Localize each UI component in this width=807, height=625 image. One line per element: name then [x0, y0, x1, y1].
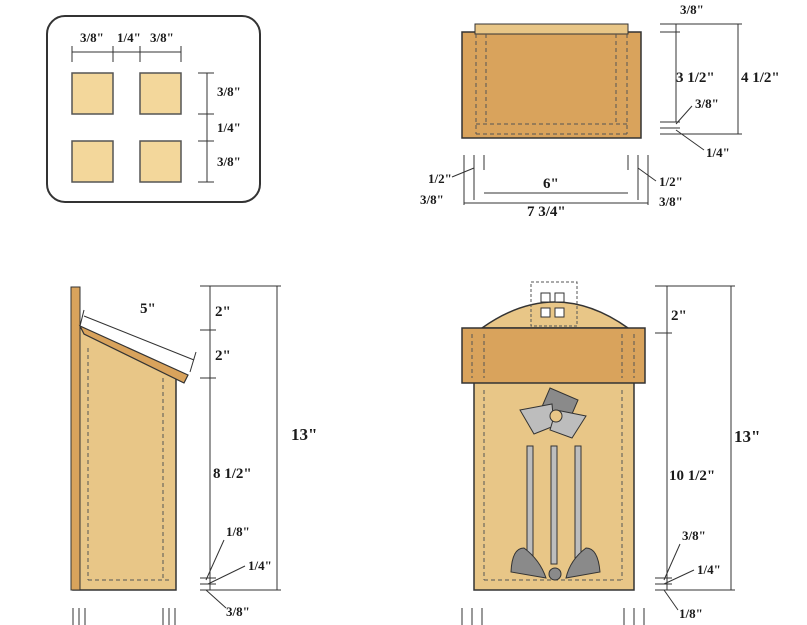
dim-label: 3/8" [695, 96, 719, 111]
ornament-bud [548, 567, 562, 581]
dim-label: 1/4" [697, 562, 721, 577]
roof-detail: 3/8" 3 1/2" 4 1/2" 3/8" 1/4" 1/2" 3/8" 6… [420, 2, 780, 220]
roof-rail [474, 23, 629, 35]
dim-label: 3/8" [680, 2, 704, 17]
window-pane [139, 140, 182, 183]
dim-label: 1/4" [217, 120, 241, 135]
window-detail: 3/8" 1/4" 3/8" 3/8" 1/4" 3/8" [46, 15, 261, 203]
ornament-leaf [510, 547, 547, 579]
roof-board [78, 324, 189, 384]
dim-label: 1/4" [248, 558, 272, 573]
gable-window-pane [554, 292, 565, 303]
dim-label: 3/8" [80, 30, 104, 45]
dim-label: 3/8" [420, 192, 444, 207]
leader-line [451, 167, 475, 178]
window-pane [71, 72, 114, 115]
dimension-tick [189, 351, 197, 373]
dim-label: 10 1/2" [669, 468, 715, 484]
dim-label: 3/8" [226, 604, 250, 619]
dim-label: 1/2" [428, 171, 452, 186]
gable-window-pane [554, 307, 565, 318]
dim-label: 3/8" [659, 194, 683, 209]
front-view: 2" 10 1/2" 13" 3/8" 1/4" 1/8" [461, 281, 760, 625]
dim-label: 7 3/4" [527, 204, 566, 220]
gable-window-pane [540, 307, 551, 318]
dim-label: 2" [215, 348, 231, 364]
ornament-stem [526, 445, 534, 565]
leader-line [675, 105, 693, 125]
leader-line [663, 569, 695, 585]
dim-label: 3/8" [217, 84, 241, 99]
dim-label: 3/8" [150, 30, 174, 45]
leader-line [207, 565, 246, 585]
dim-label: 4 1/2" [741, 70, 780, 86]
dim-label: 13" [734, 427, 760, 446]
leader-line [675, 129, 705, 151]
dim-label: 6" [543, 176, 559, 192]
dim-label: 1/8" [679, 606, 703, 621]
gable-window-outline [530, 281, 578, 327]
dim-label: 3 1/2" [676, 70, 715, 86]
dimension-tick [79, 309, 85, 327]
roof-panel [461, 31, 642, 139]
leader-line [205, 589, 227, 609]
dim-label: 2" [671, 308, 687, 324]
back-board [70, 286, 81, 591]
dim-label: 3/8" [682, 528, 706, 543]
leader-line [663, 543, 681, 581]
window-pane [71, 140, 114, 183]
ornament-stem [574, 445, 582, 565]
pinwheel-ornament [519, 387, 587, 439]
dim-label: 5" [140, 301, 156, 317]
ornament-stem [550, 445, 558, 565]
ornament-leaf [565, 547, 601, 579]
dimension-line [83, 315, 195, 361]
leader-line [637, 167, 657, 182]
dim-label: 13" [291, 425, 317, 444]
dim-label: 8 1/2" [213, 466, 252, 482]
dim-label: 1/8" [226, 524, 250, 539]
gable-window-pane [540, 292, 551, 303]
front-roof-block [461, 327, 646, 384]
dim-label: 1/4" [117, 30, 141, 45]
side-view: 5" 2" 2" 8 1/2" 13" 1/8" 1/4" 3/8" [70, 285, 317, 625]
window-pane [139, 72, 182, 115]
dim-label: 1/4" [706, 145, 730, 160]
dim-label: 3/8" [217, 154, 241, 169]
leader-line [663, 589, 679, 611]
leader-line [205, 539, 225, 581]
dim-label: 2" [215, 304, 231, 320]
dim-label: 1/2" [659, 174, 683, 189]
